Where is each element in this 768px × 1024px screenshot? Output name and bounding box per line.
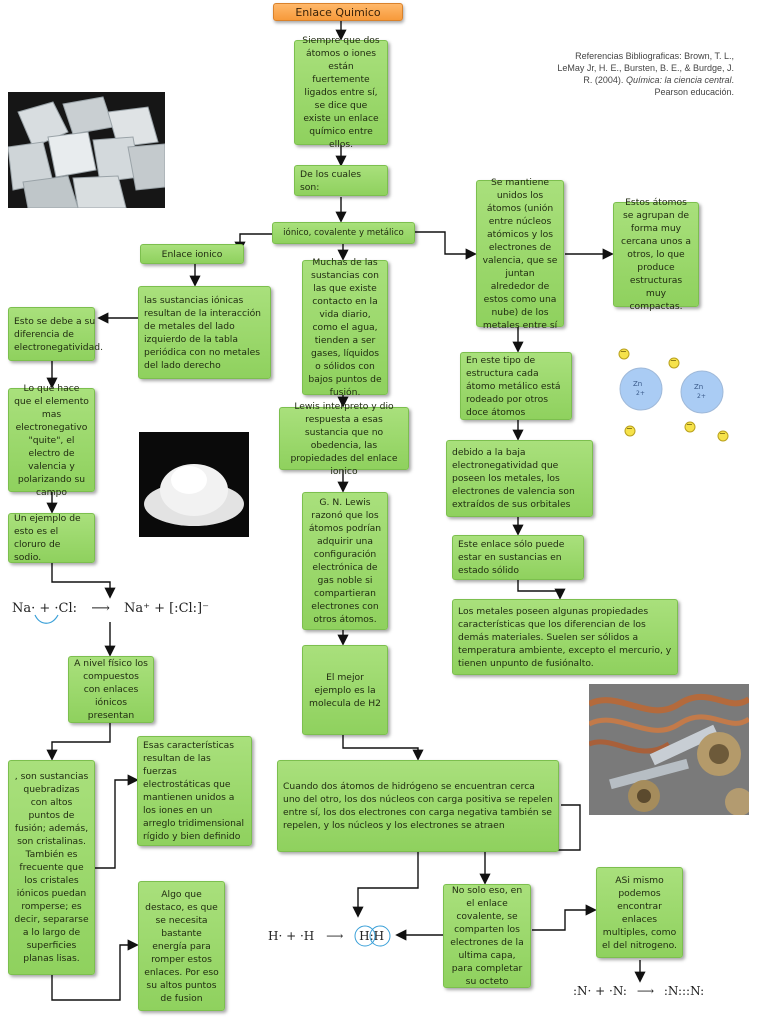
intro-text: Siempre que dos átomos o iones están fue… [302,35,380,150]
lewis-interpreto-text: Lewis interpreto y dio respuesta a esas … [290,400,398,477]
zn-ion-2-label: Zn [694,383,704,391]
lewis-razono-text: G. N. Lewis razonó que los átomos podría… [308,497,382,625]
baja-electroneg-text: debido a la baja electronegatividad que … [452,447,575,510]
lewis-razono-box: G. N. Lewis razonó que los átomos podría… [302,492,388,630]
doce-atomos-text: En este tipo de estructura cada átomo me… [466,354,561,418]
de-los-cuales-box: De los cuales son: [294,165,388,196]
hidrogeno-box: Cuando dos átomos de hidrógeno se encuen… [277,760,559,852]
solido-box: Este enlace sólo puede estar en sustanci… [452,535,584,580]
ionico-desc-box: las sustancias iónicas resultan de la in… [138,286,271,379]
lewis-interpreto-box: Lewis interpreto y dio respuesta a esas … [279,401,409,477]
quite-box: Lo que hace que el elemento mas electron… [8,383,95,498]
tipos-text: iónico, covalente y metálico [283,227,404,238]
h2-ejemplo-box: El mejor ejemplo es la molecula de H2 [302,645,388,735]
n2-equation: :N· + ·N: ⟶ :N:::N: [573,984,704,998]
cercania-text: Estos átomos se agrupan de forma muy cer… [621,197,691,312]
covalente-desc-text: Muchas de las sustancias con las que exi… [308,257,382,398]
tipos-box: iónico, covalente y metálico [272,222,415,244]
covalente-desc-box: Muchas de las sustancias con las que exi… [302,257,388,398]
propiedades-metales-text: Los metales poseen algunas propiedades c… [458,605,672,669]
ejemplo-nacl-box: Un ejemplo de esto es el cloruro de sodi… [8,513,95,563]
quebradizas-box: , son sustancias quebradizas con altos p… [8,760,95,975]
quebradizas-text: , son sustancias quebradizas con altos p… [14,771,89,964]
energia-box: Algo que destaco, es que se necesita bas… [138,881,225,1011]
h2-ejemplo-text: El mejor ejemplo es la molecula de H2 [309,671,381,709]
nivel-fisico-box: A nivel físico los compuestos con enlace… [68,656,154,723]
h2-product: H:H [359,929,385,943]
no-solo-text: No solo eso, en el enlace covalente, se … [450,885,524,987]
title-box: Enlace Quimico [273,3,403,21]
no-solo-box: No solo eso, en el enlace covalente, se … [443,884,531,988]
intro-box: Siempre que dos átomos o iones están fue… [294,35,388,150]
n2-product: :N:::N: [663,984,705,998]
n2-reactants: :N· + ·N: [573,984,627,998]
de-los-cuales-text: De los cuales son: [300,168,362,193]
quite-text: Lo que hace que el elemento mas electron… [14,382,89,498]
reference-text: Referencias Bibliograficas: Brown, T. L.… [557,51,734,85]
doce-atomos-box: En este tipo de estructura cada átomo me… [460,352,572,420]
propiedades-metales-box: Los metales poseen algunas propiedades c… [452,599,678,675]
nacl-equation: Na· + ·Cl: ⟶ Na⁺ + [:Cl:]⁻ [12,601,209,616]
electron-2-sign: − [670,356,677,365]
electron-3-sign: − [626,424,633,433]
zn-ion-1-charge: 2+ [636,390,645,397]
reference-book: Química: la ciencia central [625,75,732,85]
electron-5-sign: − [719,429,726,438]
hidrogeno-text: Cuando dos átomos de hidrógeno se encuen… [283,781,553,831]
salt-pile-photo [139,432,249,537]
energia-text: Algo que destaco, es que se necesita bas… [144,888,219,1004]
electronegatividad-text: Esto se debe a su diferencia de electron… [14,315,104,353]
h2-reactants: H· + ·H [268,929,315,943]
enlace-ionico-box: Enlace ionico [140,244,244,264]
metalico-desc-text: Se mantiene unidos los átomos (unión ent… [482,176,558,331]
nivel-fisico-text: A nivel físico los compuestos con enlace… [74,658,148,721]
metal-scrap-photo [589,684,749,815]
metalico-desc-box: Se mantiene unidos los átomos (unión ent… [476,177,564,331]
n2-arrow: ⟶ [636,984,655,998]
electron-1-sign: − [620,347,627,356]
enlace-ionico-text: Enlace ionico [161,248,223,260]
solido-text: Este enlace sólo puede estar en sustanci… [458,539,565,576]
multiples-text: ASi mismo podemos encontrar enlaces mult… [602,874,677,951]
zn-ion-1-label: Zn [633,380,643,388]
fuerzas-box: Esas características resultan de las fue… [137,736,252,846]
title-text: Enlace Quimico [295,5,381,19]
ionico-desc-text: las sustancias iónicas resultan de la in… [144,294,262,371]
nacl-reactants: Na· + ·Cl: [12,601,78,616]
references: Referencias Bibliograficas: Brown, T. L.… [548,50,734,98]
h2-equation: H· + ·H ⟶ H:H [268,929,384,943]
multiples-box: ASi mismo podemos encontrar enlaces mult… [596,867,683,958]
electron-4-sign: − [686,420,693,429]
nacl-arrow: ⟶ [91,601,110,616]
zn-ion-2-charge: 2+ [697,393,706,400]
ejemplo-nacl-text: Un ejemplo de esto es el cloruro de sodi… [14,513,81,563]
cercania-box: Estos átomos se agrupan de forma muy cer… [613,197,699,312]
electronegatividad-box: Esto se debe a su diferencia de electron… [8,307,103,361]
baja-electroneg-box: debido a la baja electronegatividad que … [446,440,593,517]
h2-arrow: ⟶ [326,929,344,943]
fuerzas-text: Esas características resultan de las fue… [143,740,245,842]
reference-publisher: . Pearson educación. [654,75,734,97]
nacl-products: Na⁺ + [:Cl:]⁻ [123,601,209,616]
salt-crystals-photo [8,92,165,208]
